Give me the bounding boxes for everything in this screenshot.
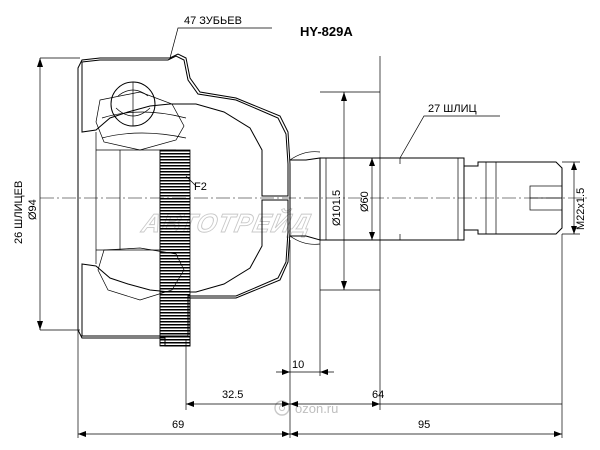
f2-label: F2 (194, 181, 207, 193)
watermark-site: ozon.ru (295, 401, 338, 416)
thread-label: M22x1.5 (575, 188, 587, 230)
dim-10-label: 10 (292, 359, 304, 371)
dim-32-5-label: 32.5 (222, 389, 243, 401)
inner-splines-label: 26 ШЛИЦЕВ (13, 181, 25, 244)
part-number: HY-829A (300, 24, 353, 39)
threaded-stub (463, 161, 563, 235)
outer-splines-label: 27 ШЛИЦ (428, 103, 477, 115)
teeth-count-label: 47 ЗУБЬЕВ (184, 15, 242, 27)
bore-diameter-label: Ø94 (27, 199, 39, 220)
dim-95-label: 95 (418, 419, 430, 431)
dim-69-label: 69 (172, 419, 184, 431)
diameter-101-label: Ø101.5 (331, 190, 343, 226)
diameter-60-label: Ø60 (359, 191, 371, 212)
abs-ring (159, 149, 191, 347)
extension-lines (40, 56, 563, 438)
dimension-lines (37, 58, 580, 437)
dim-64-label: 64 (372, 389, 384, 401)
leader-lines (169, 27, 500, 187)
